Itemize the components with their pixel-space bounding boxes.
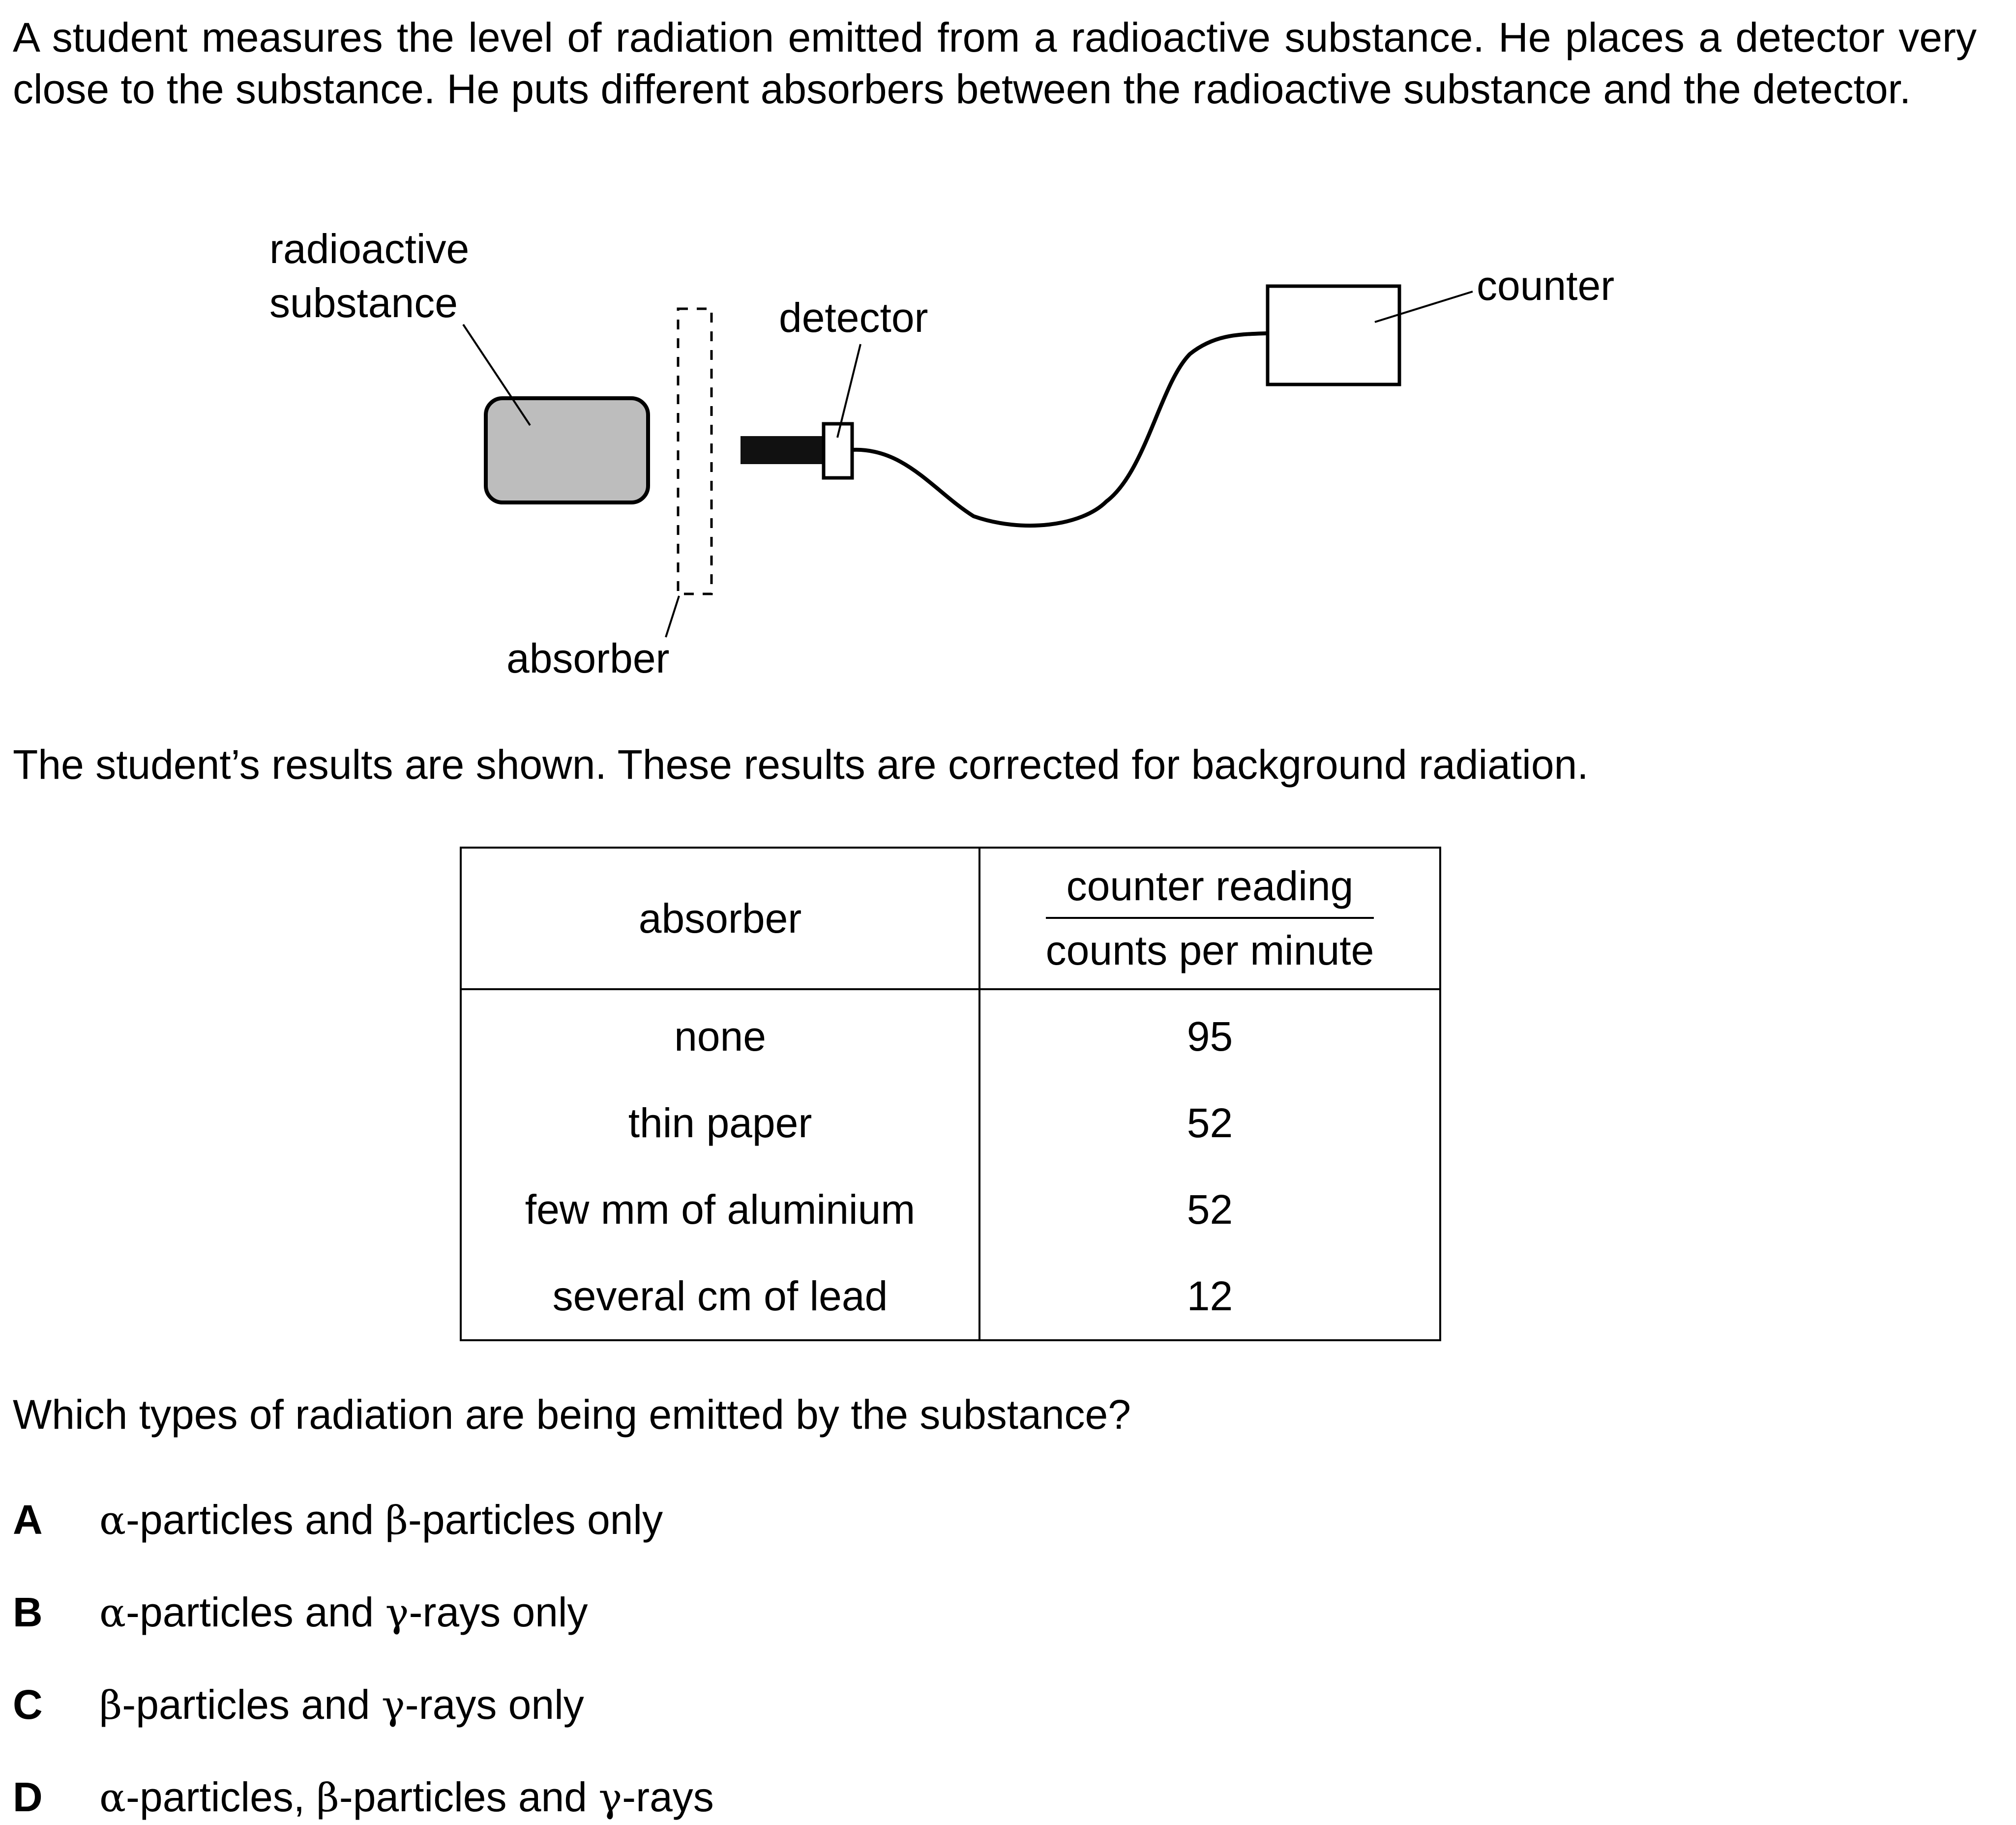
question-intro: A student measures the level of radiatio… xyxy=(13,14,1977,112)
absorber-label: absorber xyxy=(506,635,670,681)
greek-gamma: γ xyxy=(381,1682,405,1728)
table-row: few mm of aluminium 52 xyxy=(460,1166,1441,1253)
greek-alpha: α xyxy=(99,1498,126,1543)
header-fraction: counter reading counts per minute xyxy=(1045,862,1374,974)
option-text: -particles and xyxy=(126,1497,385,1543)
option-letter: A xyxy=(13,1497,43,1543)
substance-label-line1: radioactive xyxy=(269,226,469,272)
detector-leader-line xyxy=(836,344,861,438)
greek-gamma: γ xyxy=(598,1775,623,1821)
table-header-row: absorber counter reading counts per minu… xyxy=(460,848,1441,990)
option-text: -rays only xyxy=(409,1589,588,1635)
absorber-cell: none xyxy=(460,989,980,1080)
greek-alpha: α xyxy=(99,1590,126,1636)
header-absorber: absorber xyxy=(460,848,980,990)
absorber-cell: few mm of aluminium xyxy=(460,1166,980,1253)
option-text: -particles, xyxy=(126,1774,317,1820)
substance-leader-line xyxy=(462,324,531,426)
greek-alpha: α xyxy=(99,1775,126,1821)
absorber-cell: several cm of lead xyxy=(460,1253,980,1340)
header-counter-reading: counter reading counts per minute xyxy=(978,848,1441,990)
greek-gamma: γ xyxy=(385,1590,409,1636)
table-row: thin paper 52 xyxy=(460,1080,1441,1166)
reading-cell: 52 xyxy=(978,1166,1441,1253)
header-quantity: counter reading xyxy=(1045,862,1374,919)
detector-cable xyxy=(852,331,1267,528)
greek-beta: β xyxy=(99,1682,122,1728)
counter-leader-line xyxy=(1374,291,1473,323)
radioactive-substance-block xyxy=(484,396,650,504)
option-text: -particles and xyxy=(126,1589,385,1635)
greek-beta: β xyxy=(316,1775,339,1821)
absorber-cell: thin paper xyxy=(460,1080,980,1166)
option-text: -particles only xyxy=(408,1497,663,1543)
results-statement: The student’s results are shown. These r… xyxy=(13,741,1589,788)
table-row: several cm of lead 12 xyxy=(460,1253,1441,1340)
reading-cell: 95 xyxy=(978,989,1441,1080)
apparatus-diagram: radioactive substance absorber detector … xyxy=(269,226,1614,681)
detector-label: detector xyxy=(779,294,928,341)
counter-box xyxy=(1266,284,1401,386)
option-letter: C xyxy=(13,1681,43,1728)
detector-tube xyxy=(741,436,825,464)
counter-label: counter xyxy=(1477,263,1614,309)
option-text: -rays xyxy=(622,1774,714,1820)
option-text: -rays only xyxy=(405,1681,584,1728)
substance-label-line2: substance xyxy=(269,280,458,326)
table-row: none 95 xyxy=(460,989,1441,1080)
absorber-plate xyxy=(677,307,713,595)
option-letter: D xyxy=(13,1774,43,1820)
option-text: -particles and xyxy=(122,1681,382,1728)
absorber-leader-line xyxy=(665,595,680,638)
header-unit: counts per minute xyxy=(1045,927,1374,973)
reading-cell: 52 xyxy=(978,1080,1441,1166)
greek-beta: β xyxy=(385,1498,408,1543)
option-text: -particles and xyxy=(339,1774,599,1820)
results-table: absorber counter reading counts per minu… xyxy=(460,847,1441,1341)
option-letter: B xyxy=(13,1589,43,1635)
question-stem: Which types of radiation are being emitt… xyxy=(13,1391,1131,1438)
reading-cell: 12 xyxy=(978,1253,1441,1340)
